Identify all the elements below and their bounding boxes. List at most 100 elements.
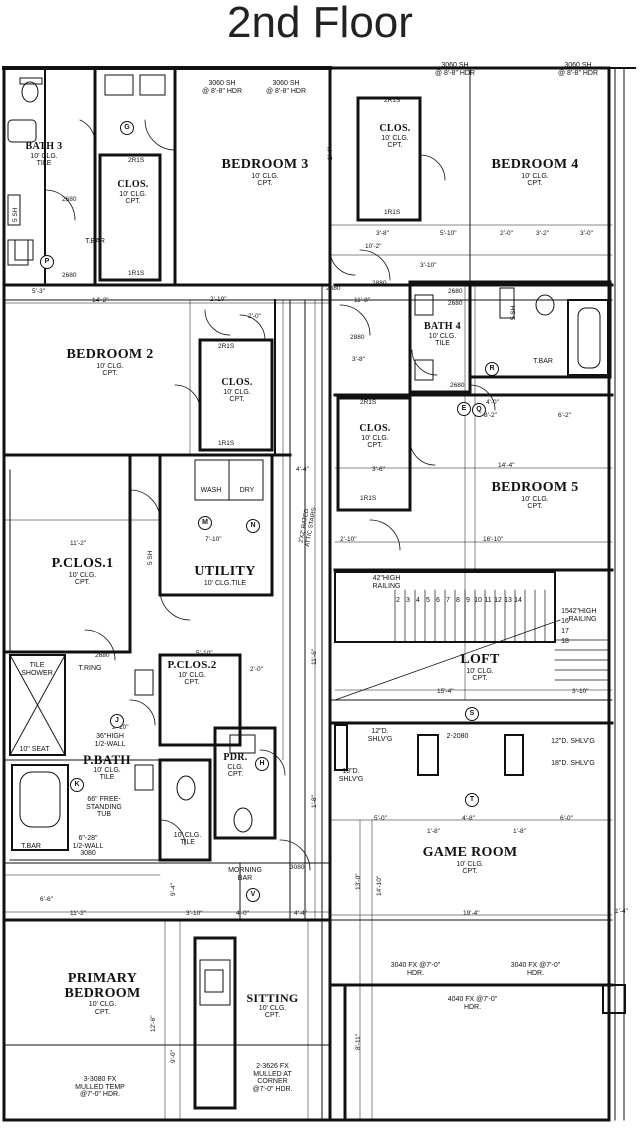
room-loft: LOFT 10' CLG. CPT.: [440, 652, 520, 682]
dim-code: 2680: [448, 300, 463, 307]
room-ceiling: 10' CLG. CPT.: [521, 495, 549, 511]
stair-number: 6: [436, 597, 440, 604]
dim-label: 6'-6": [40, 896, 53, 903]
room-ceiling: 10' CLG. TILE: [30, 152, 58, 167]
dim-code: 1'-8": [311, 795, 318, 808]
page-title: 2nd Floor: [227, 0, 413, 47]
dim-code: 2880: [372, 280, 387, 287]
dim-code: 9'-0": [170, 1050, 177, 1063]
dim-code: 11'-6": [311, 648, 318, 665]
dim-code: 2680: [62, 196, 77, 203]
room-ceiling: 10' CLG. CPT.: [361, 434, 389, 449]
room-name: PRIMARY BEDROOM: [64, 971, 141, 1001]
room-name: BEDROOM 5: [491, 480, 579, 495]
room-name: CLOS.: [379, 123, 411, 134]
room-name: P.BATH: [83, 752, 131, 767]
dim-label: 2'-0": [250, 666, 263, 673]
dim-label: 2'-10": [340, 536, 357, 543]
stair-number: 14: [514, 597, 522, 604]
room-game-room: GAME ROOM 10' CLG. CPT.: [400, 845, 540, 876]
room-ceiling: 10' CLG. TILE: [93, 766, 121, 781]
room-bedroom-4: BEDROOM 4 10' CLG. CPT.: [475, 157, 595, 188]
note-railing-2: 42"HIGH RAILING: [568, 608, 597, 623]
room-water-closet: 10' CLG. TILE: [165, 832, 210, 847]
dim-label: 2'-10": [210, 296, 227, 303]
dim-code: 1R1S: [384, 209, 401, 216]
note-window-primary: 3-3080 FX MULLED TEMP @7'-0" HDR.: [75, 1076, 125, 1099]
room-name: PDR.: [223, 752, 248, 763]
stair-number: 13: [504, 597, 512, 604]
room-closet-bedroom-5: CLOS. 10' CLG. CPT.: [350, 423, 400, 449]
note-tub: 66" FREE- STANDING TUB: [86, 796, 122, 819]
dim-code: 1R1S: [218, 440, 235, 447]
stair-number: 18: [561, 638, 569, 645]
room-ceiling: 10' CLG. CPT.: [456, 860, 484, 876]
room-ceiling: 10' CLG. TILE: [428, 332, 457, 347]
dim-label: 19'-4": [463, 910, 480, 917]
note-tbar-pbath: T.BAR: [21, 843, 41, 850]
room-bath-4: BATH 4 10' CLG. TILE: [415, 321, 470, 347]
dim-code: 2R1S: [360, 399, 377, 406]
room-powder: PDR. CLG. CPT.: [213, 752, 258, 778]
dim-code: 2880: [326, 285, 341, 292]
note-tile-shower: TILE SHOWER: [21, 662, 53, 677]
note-dry: DRY: [239, 487, 255, 494]
dim-label: 3'-8": [376, 230, 389, 237]
dim-code: 14'-10": [376, 875, 383, 896]
note-railing-1: 42"HIGH RAILING: [372, 575, 401, 590]
room-primary-bath: P.BATH 10' CLG. TILE: [72, 753, 142, 781]
symbol-marker: T: [465, 793, 479, 807]
note-window-bedroom3-a: 3060 SH @ 8'-8" HDR: [201, 80, 243, 95]
dim-label: 4'-4": [296, 466, 309, 473]
dim-label: 3'-2": [536, 230, 549, 237]
symbol-marker: M: [198, 516, 212, 530]
room-name: P.CLOS.2: [167, 659, 217, 671]
dim-code: 1R1S: [360, 495, 377, 502]
room-bedroom-3: BEDROOM 3 10' CLG. CPT.: [205, 157, 325, 187]
room-name: BATH 4: [424, 321, 461, 332]
note-window-top-right-2: 3060 SH @ 8'-8" HDR: [557, 62, 599, 77]
note-half-wall-2: 6"-28" 1/2-WALL 3080: [72, 835, 104, 858]
dim-code: 2680: [62, 272, 77, 279]
room-closet-bedroom-2: CLOS. 10' CLG. CPT.: [212, 377, 262, 403]
symbol-marker: P: [40, 255, 54, 269]
dim-label: 3'-10": [186, 910, 203, 917]
dim-code: 12'-6": [150, 1015, 157, 1032]
room-ceiling: 10' CLG. CPT.: [258, 1004, 287, 1019]
room-bedroom-2: BEDROOM 2 10' CLG. CPT.: [50, 347, 170, 377]
room-utility: UTILITY 10' CLG.TILE: [185, 564, 265, 587]
dim-code: 2R1S: [128, 157, 145, 164]
symbol-marker: Q: [472, 403, 486, 417]
note-tbar-bath3: T.BAR: [85, 238, 105, 245]
dim-label: 1'-8": [427, 828, 440, 835]
room-ceiling: 10' CLG. CPT.: [68, 571, 97, 587]
room-primary-closet-1: P.CLOS.1 10' CLG. CPT.: [35, 556, 130, 587]
dim-label: 15'-4": [437, 688, 454, 695]
dim-code: 2R1S: [218, 343, 235, 350]
note-shelving-2: 12"D. SHLV'G: [551, 738, 595, 745]
dim-label: 2'-10": [112, 724, 129, 731]
stair-number: 3: [406, 597, 410, 604]
dim-label: 2'-0": [500, 230, 513, 237]
note-morning-bar: MORNING BAR: [228, 867, 262, 882]
note-seat: 10" SEAT: [19, 746, 50, 753]
room-name: CLOS.: [359, 423, 391, 434]
dim-label: 5'-3": [32, 288, 45, 295]
room-ceiling: 10' CLG. CPT.: [381, 134, 409, 149]
note-window-gameroom-2: 3040 FX @7'-0" HDR.: [510, 962, 561, 977]
dim-code: 2680: [448, 288, 463, 295]
room-name: CLOS.: [117, 179, 149, 190]
symbol-marker: V: [246, 888, 260, 902]
dim-label: 1'-4": [615, 908, 628, 915]
room-ceiling: 10' CLG. CPT.: [521, 172, 549, 188]
dim-label: 3'-10": [420, 262, 437, 269]
room-primary-bedroom: PRIMARY BEDROOM 10' CLG. CPT.: [45, 971, 160, 1016]
dim-code: 2880: [350, 334, 365, 341]
dim-label: 4'-8": [462, 815, 475, 822]
stair-number: 12: [494, 597, 502, 604]
dim-label: 14'-2": [92, 297, 109, 304]
note-shelving-1: 12"D. SHLV'G: [367, 728, 393, 743]
note-wash: WASH: [200, 487, 222, 494]
dim-code: 1'-4": [327, 147, 334, 160]
